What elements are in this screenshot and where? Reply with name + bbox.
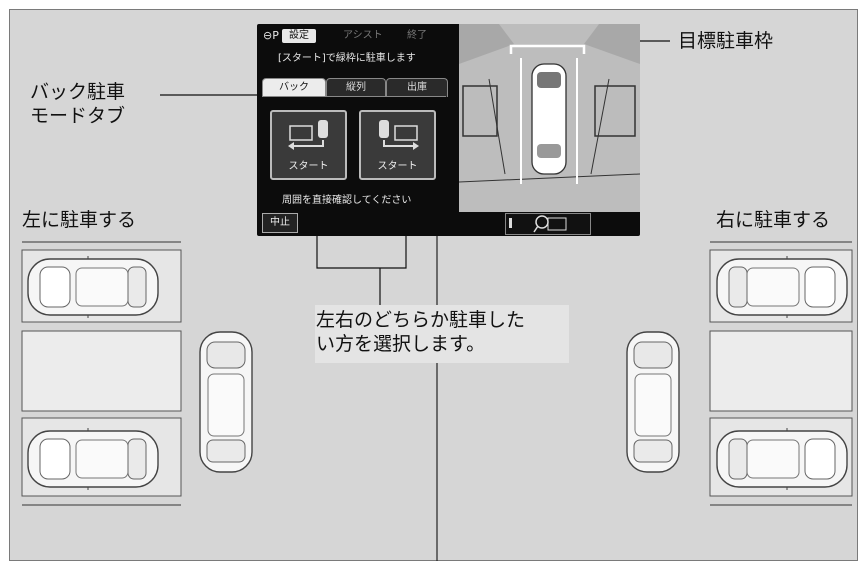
- caption-text: 左右のどちらか駐車した い方を選択します。: [315, 305, 569, 363]
- back-parking-tab-label: バック駐車 モードタブ: [30, 81, 126, 127]
- park-left-icon: [288, 120, 328, 150]
- stop-button[interactable]: 中止: [262, 213, 298, 233]
- start-left-button[interactable]: スタート: [270, 110, 347, 180]
- zoom-button[interactable]: [505, 213, 591, 235]
- camera-view-art: [459, 24, 640, 212]
- left-parked-car-bottom: [27, 427, 159, 491]
- instruction-text: [スタート]で緑枠に駐車します: [278, 53, 416, 64]
- indicator-bar: [509, 218, 512, 228]
- right-own-car: [626, 331, 680, 473]
- tab-back-label: バック: [279, 82, 309, 93]
- magnifier-icon: [533, 215, 567, 233]
- start-left-label: スタート: [288, 161, 329, 172]
- assist-tab[interactable]: アシスト: [343, 30, 383, 41]
- settings-button[interactable]: 設定: [282, 29, 316, 43]
- start-right-label: スタート: [377, 161, 418, 172]
- left-space-target: [21, 330, 182, 412]
- tab-parallel-label: 縦列: [346, 82, 366, 93]
- target-frame-label: 目標駐車枠: [678, 30, 774, 52]
- warning-text: 周囲を直接確認してください: [282, 195, 412, 206]
- park-right-icon: [379, 120, 419, 150]
- parking-p-icon: ⊖P: [263, 29, 279, 42]
- right-space-target: [709, 330, 853, 412]
- end-button[interactable]: 終了: [407, 30, 427, 41]
- tab-back[interactable]: バック: [262, 78, 326, 97]
- tab-exit[interactable]: 出庫: [386, 78, 448, 97]
- left-own-car: [199, 331, 253, 473]
- tab-underline: [262, 96, 446, 97]
- tab-exit-label: 出庫: [407, 82, 427, 93]
- right-parked-car-top: [716, 255, 848, 319]
- camera-view: [459, 24, 640, 212]
- right-parked-car-bottom: [716, 427, 848, 491]
- tab-parallel[interactable]: 縦列: [326, 78, 386, 97]
- left-parked-car-top: [27, 255, 159, 319]
- park-right-label: 右に駐車する: [716, 209, 831, 231]
- park-left-label: 左に駐車する: [22, 209, 137, 231]
- start-right-button[interactable]: スタート: [359, 110, 436, 180]
